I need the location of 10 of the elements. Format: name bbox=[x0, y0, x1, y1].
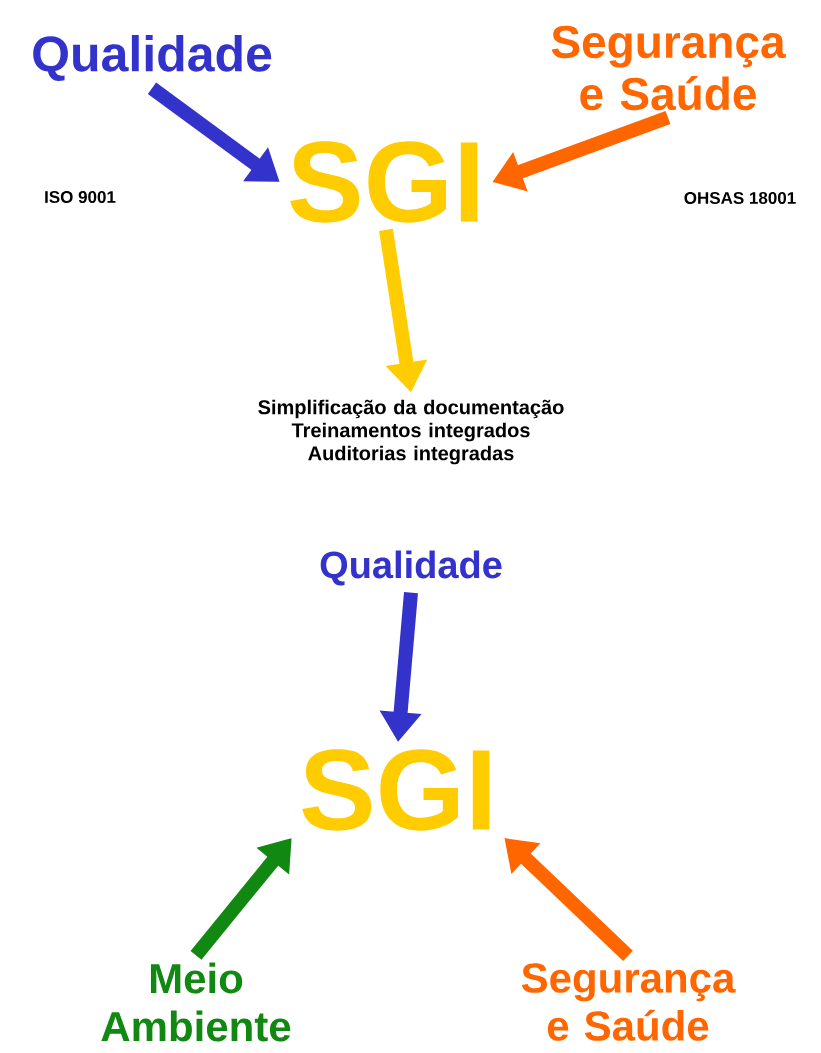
heading-text: Segurança e Saúde bbox=[521, 963, 736, 1041]
acronym-text: SGI bbox=[302, 749, 490, 831]
heading-text: Meio Ambiente bbox=[101, 962, 291, 1042]
heading-text: Qualidade bbox=[33, 35, 272, 82]
benefit-list: Simplificação da documentação Treinamentos integrados Auditorias integradas bbox=[258, 399, 564, 465]
heading-text: Qualidade bbox=[320, 550, 502, 586]
acronym-text: SGI bbox=[290, 141, 478, 223]
standard-label: OHSAS 18001 bbox=[684, 192, 796, 205]
heading-text: Segurança e Saúde bbox=[551, 25, 786, 111]
standard-label: ISO 9001 bbox=[45, 191, 116, 204]
